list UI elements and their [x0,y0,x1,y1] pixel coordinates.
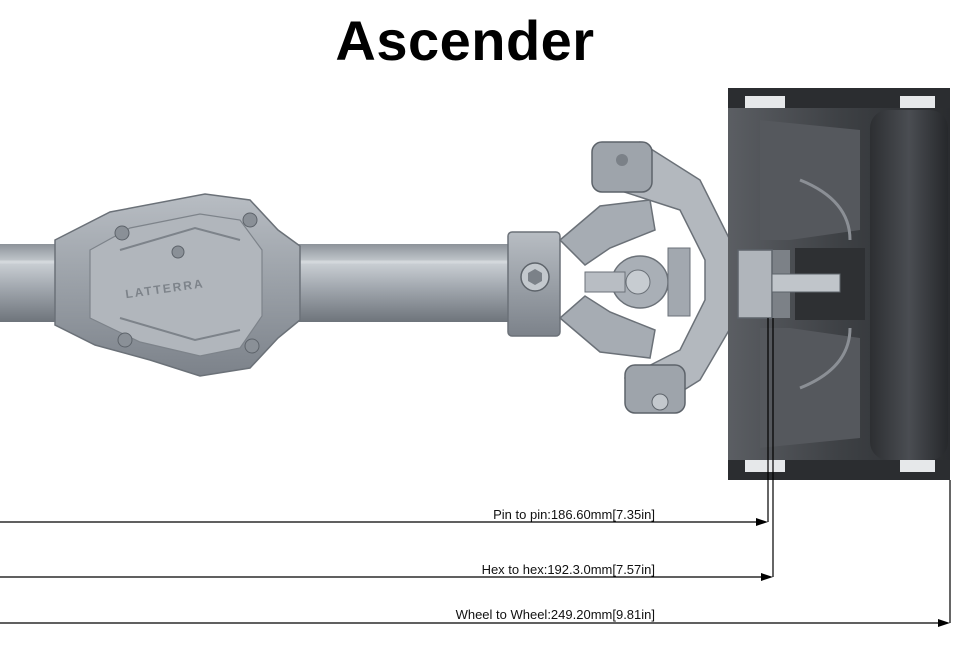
dimension-hex-to-hex: Hex to hex:192.3.0mm[7.57in] [0,562,773,581]
wheel-hex [737,249,841,319]
dimension-pin-to-pin: Pin to pin:186.60mm[7.35in] [0,507,768,526]
bolt-icon [244,338,260,354]
bolt-icon [117,332,133,348]
bolt-icon [114,225,130,241]
steering-knuckle [558,141,736,414]
dimension-label-hex: Hex to hex:192.3.0mm[7.57in] [482,562,655,577]
c-hub [507,231,561,337]
diagram-title: Ascender [335,9,595,72]
dimension-label-wheel: Wheel to Wheel:249.20mm[9.81in] [456,607,655,622]
dimension-label-pin: Pin to pin:186.60mm[7.35in] [493,507,655,522]
dimension-wheel-to-wheel: Wheel to Wheel:249.20mm[9.81in] [0,607,950,627]
differential-housing: LATTERRA [54,193,301,377]
bolt-icon [242,212,258,228]
